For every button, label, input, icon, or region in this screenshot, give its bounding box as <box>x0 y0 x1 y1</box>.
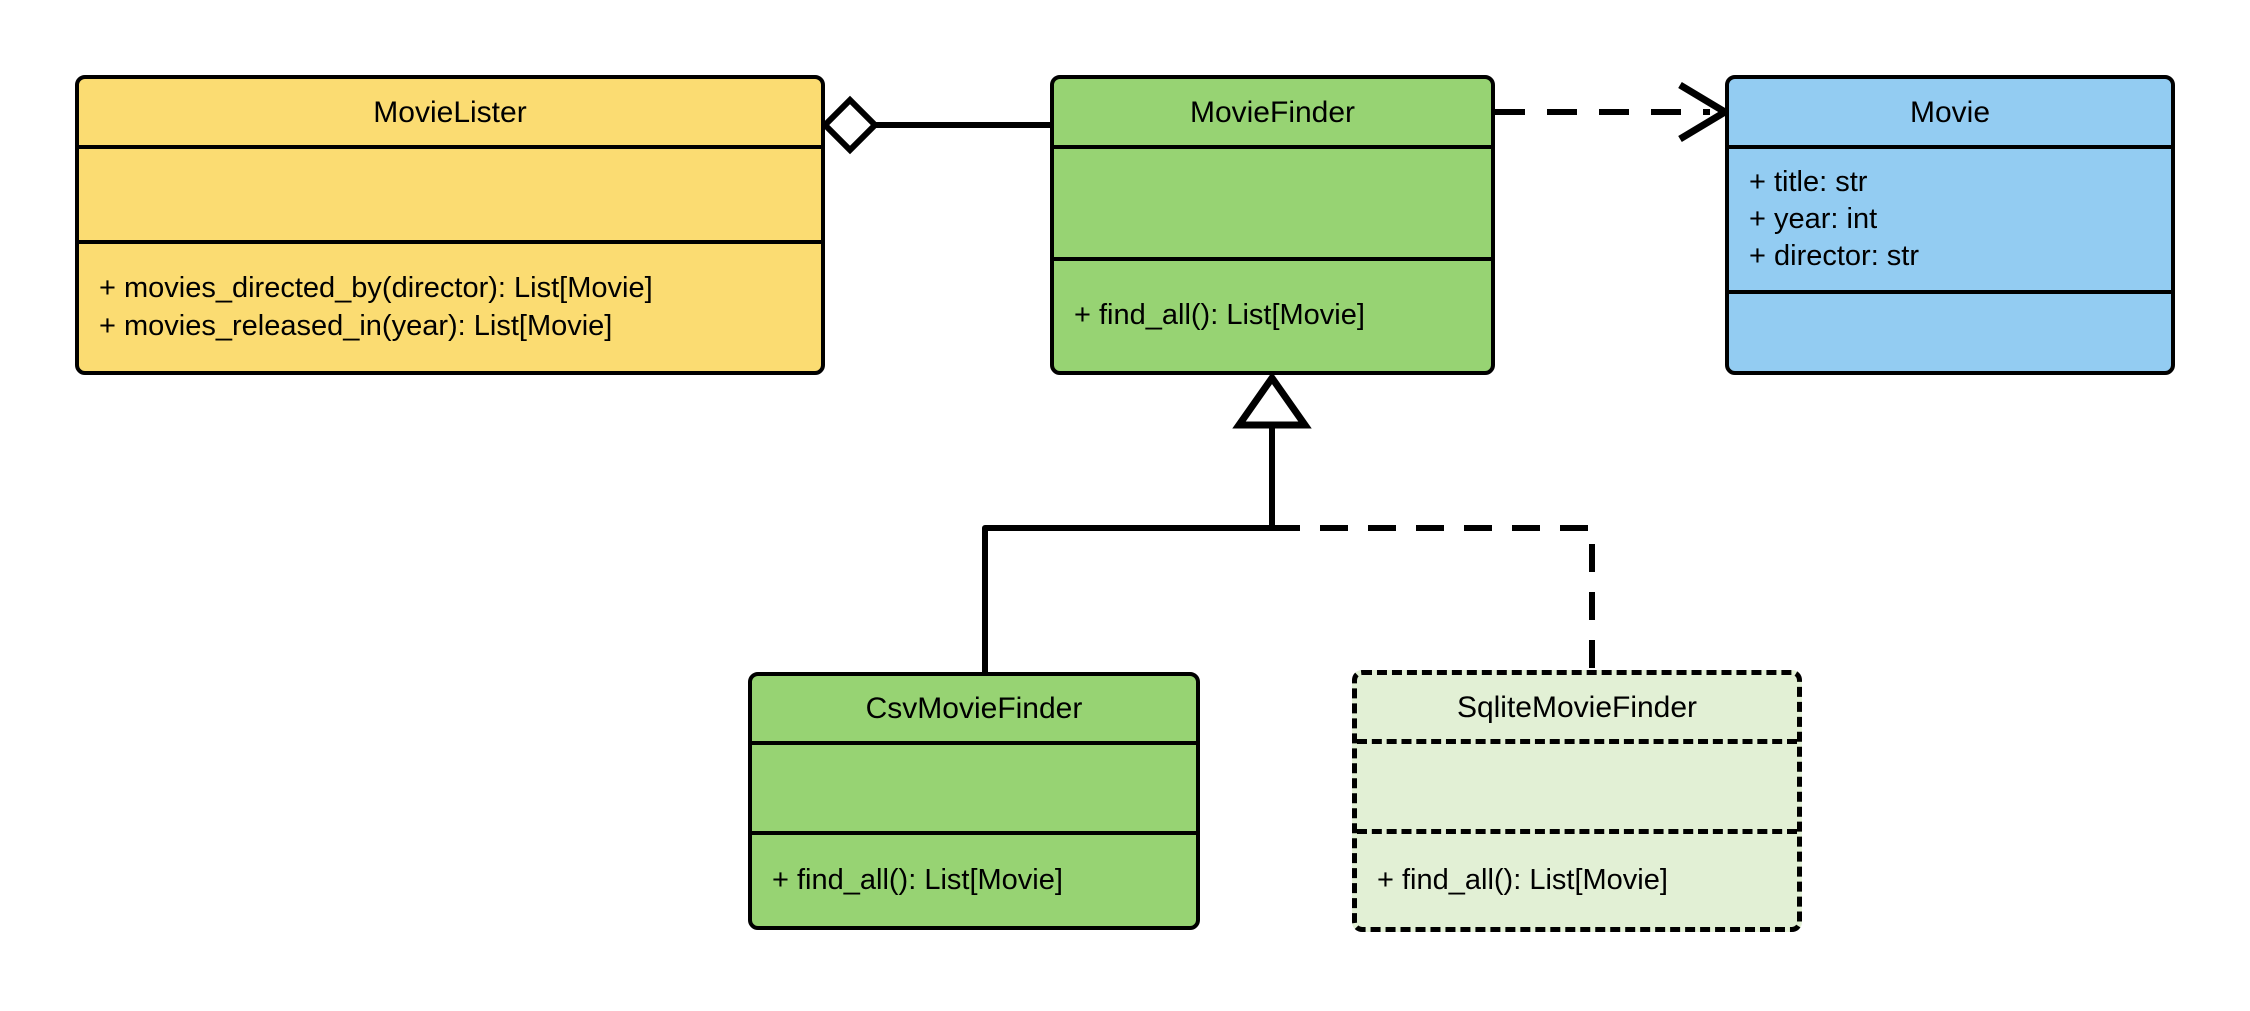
class-title-csv-movie-finder: CsvMovieFinder <box>865 692 1083 725</box>
class-box-sqlite-movie-finder[interactable]: SqliteMovieFinder + find_all(): List[Mov… <box>1352 670 1802 932</box>
attributes-compartment <box>752 741 1196 831</box>
inheritance-branch-csv <box>982 525 1272 672</box>
class-name-compartment: Movie <box>1729 79 2171 145</box>
class-title-movie: Movie <box>1909 95 1991 129</box>
operation-row: + find_all(): List[Movie] <box>772 863 1063 896</box>
operations-compartment: + find_all(): List[Movie] <box>1357 829 1797 927</box>
aggregation-lister-finder <box>820 95 1050 155</box>
open-arrow-icon <box>1678 81 1732 143</box>
attribute-row: + year: int <box>1749 202 1878 235</box>
class-title-sqlite-movie-finder: SqliteMovieFinder <box>1456 690 1698 724</box>
class-name-compartment: MovieFinder <box>1054 79 1491 145</box>
class-name-compartment: CsvMovieFinder <box>752 676 1196 741</box>
class-box-movie[interactable]: Movie + title: str + year: int + directo… <box>1725 75 2175 375</box>
class-box-movie-finder[interactable]: MovieFinder + find_all(): List[Movie] <box>1050 75 1495 375</box>
operation-row: + movies_directed_by(director): List[Mov… <box>99 272 653 305</box>
operation-row: + find_all(): List[Movie] <box>1074 299 1365 332</box>
realization-csv-finder <box>982 525 1272 672</box>
class-box-movie-lister[interactable]: MovieLister + movies_directed_by(directo… <box>75 75 825 375</box>
class-name-compartment: SqliteMovieFinder <box>1357 675 1797 739</box>
class-title-movie-lister: MovieLister <box>373 95 527 129</box>
class-name-compartment: MovieLister <box>79 79 821 145</box>
attribute-row: + director: str <box>1749 240 1920 273</box>
operations-compartment: + movies_directed_by(director): List[Mov… <box>79 240 821 371</box>
attributes-compartment <box>1054 145 1491 257</box>
operations-compartment: + find_all(): List[Movie] <box>1054 257 1491 371</box>
hollow-diamond-icon <box>820 95 880 155</box>
operation-row: + movies_released_in(year): List[Movie] <box>99 309 613 342</box>
dependency-finder-movie <box>1495 81 1732 143</box>
inheritance-triangle-group <box>1232 371 1312 528</box>
attributes-compartment: + title: str + year: int + director: str <box>1729 145 2171 290</box>
class-box-csv-movie-finder[interactable]: CsvMovieFinder + find_all(): List[Movie] <box>748 672 1200 930</box>
attribute-row: + title: str <box>1749 165 1868 198</box>
operations-compartment: + find_all(): List[Movie] <box>752 831 1196 926</box>
attributes-compartment <box>79 145 821 240</box>
inheritance-branch-sqlite <box>1272 525 1595 670</box>
operation-row: + find_all(): List[Movie] <box>1377 863 1668 896</box>
attributes-compartment <box>1357 739 1797 829</box>
hollow-triangle-icon <box>1232 371 1312 429</box>
realization-sqlite-finder <box>1272 525 1595 670</box>
operations-compartment <box>1729 290 2171 371</box>
class-title-movie-finder: MovieFinder <box>1189 95 1356 129</box>
